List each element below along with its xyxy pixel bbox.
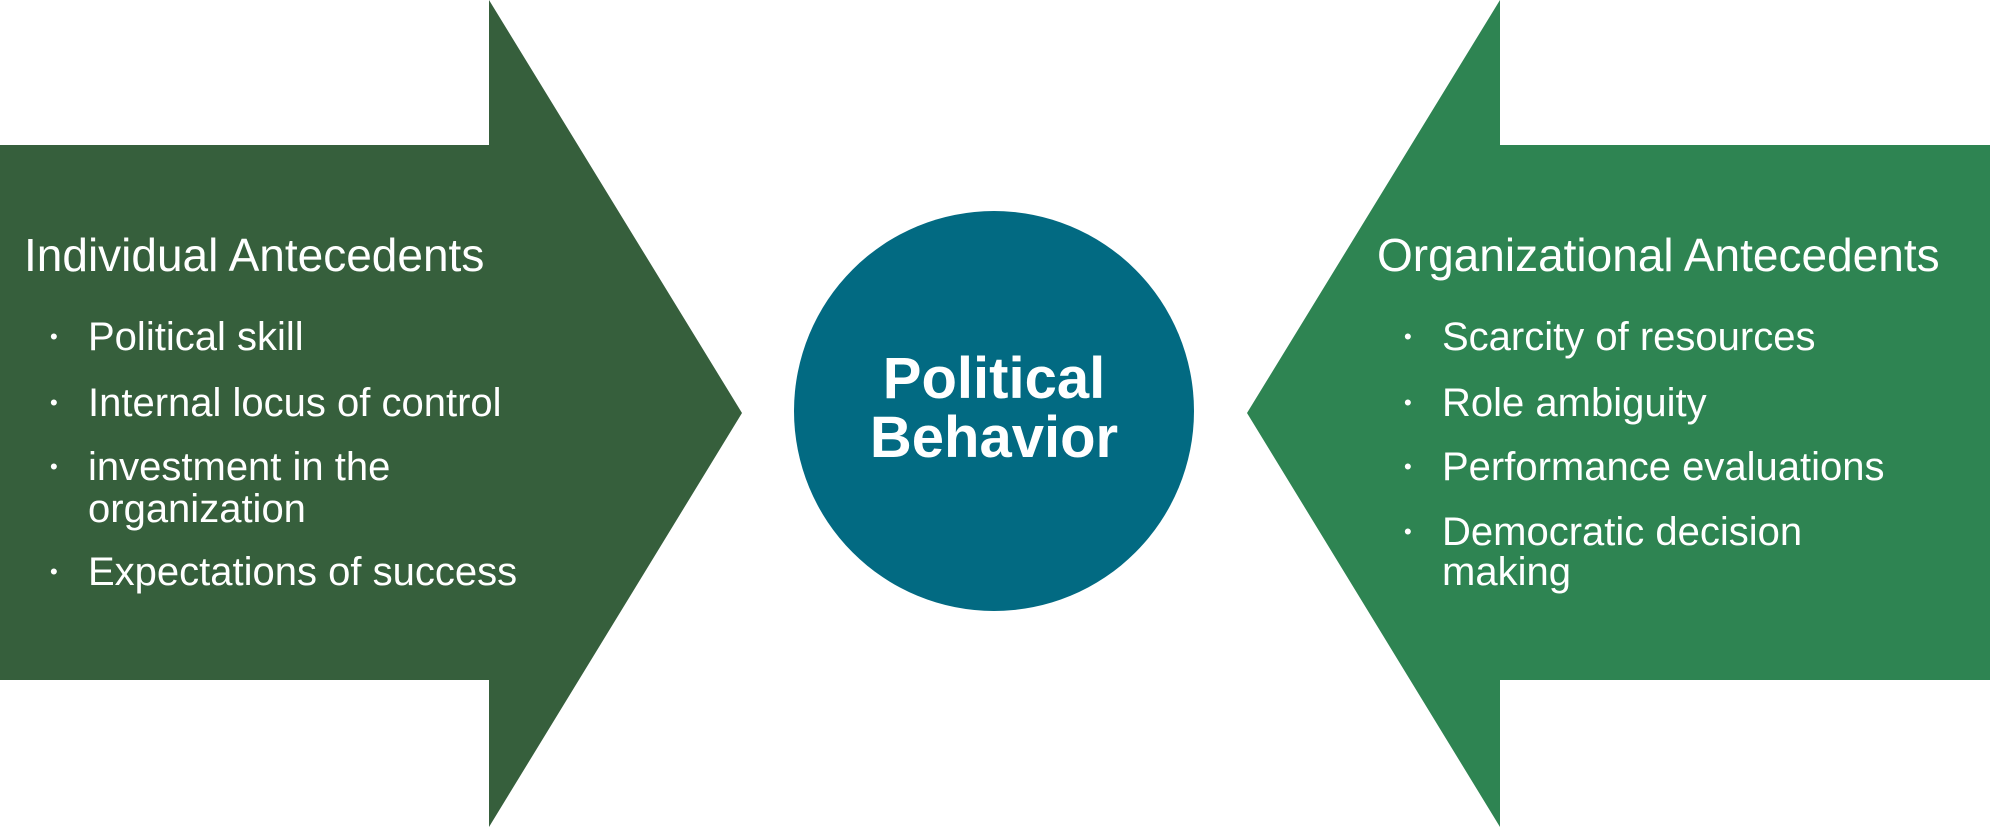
center-title-line-2: Behavior bbox=[869, 405, 1119, 470]
bullet-icon: • bbox=[1404, 324, 1412, 349]
bullet-icon: • bbox=[50, 454, 58, 479]
right-arrow-shape bbox=[1247, 0, 1990, 827]
left-item-3-line-1: investment in the bbox=[88, 445, 391, 489]
left-arrow-shape bbox=[0, 0, 742, 827]
bullet-icon: • bbox=[50, 559, 58, 584]
right-item-4-line-1: Democratic decision bbox=[1442, 510, 1803, 554]
left-heading: Individual Antecedents bbox=[24, 229, 485, 281]
bullet-icon: • bbox=[1404, 519, 1412, 544]
center-title-line-1: Political bbox=[882, 346, 1106, 411]
center-circle bbox=[794, 211, 1194, 611]
left-item-3-line-2: organization bbox=[88, 487, 306, 531]
right-item-4-line-2: making bbox=[1442, 550, 1571, 594]
left-item-4: Expectations of success bbox=[88, 550, 518, 594]
right-item-2: Role ambiguity bbox=[1442, 381, 1707, 425]
bullet-icon: • bbox=[50, 390, 58, 415]
left-item-2: Internal locus of control bbox=[88, 381, 502, 425]
left-item-1: Political skill bbox=[88, 315, 304, 359]
bullet-icon: • bbox=[1404, 390, 1412, 415]
right-item-3: Performance evaluations bbox=[1442, 445, 1885, 489]
right-item-1: Scarcity of resources bbox=[1442, 315, 1816, 359]
right-heading: Organizational Antecedents bbox=[1377, 229, 1940, 281]
bullet-icon: • bbox=[50, 324, 58, 349]
bullet-icon: • bbox=[1404, 454, 1412, 479]
